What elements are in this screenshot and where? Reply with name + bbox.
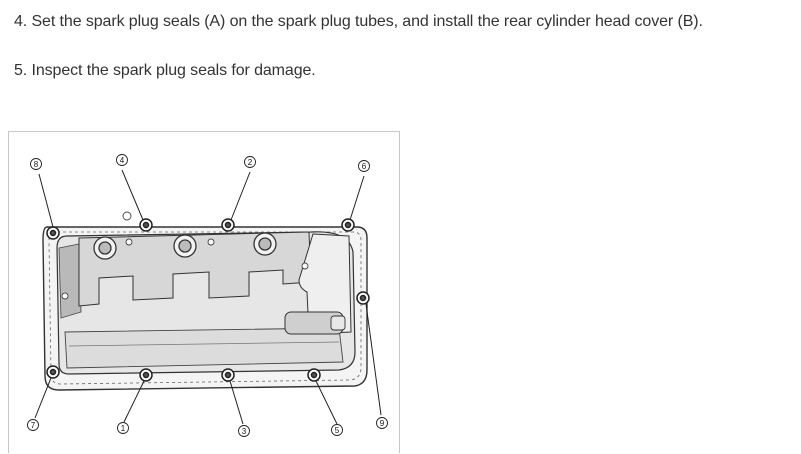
svg-text:6: 6 bbox=[362, 162, 367, 171]
callout-4: 4 bbox=[116, 154, 128, 166]
callout-9: 9 bbox=[376, 417, 388, 429]
cylinder-head-cover-illustration: 8 4 2 6 7 1 3 5 9 bbox=[27, 154, 388, 437]
callout-2: 2 bbox=[244, 156, 256, 168]
svg-text:1: 1 bbox=[121, 424, 126, 433]
callout-1: 1 bbox=[117, 422, 129, 434]
svg-text:4: 4 bbox=[120, 156, 125, 165]
step-4-instruction: 4. Set the spark plug seals (A) on the s… bbox=[14, 13, 703, 30]
callout-leaders bbox=[34, 169, 382, 425]
spark-plug-seals bbox=[93, 232, 277, 260]
svg-text:3: 3 bbox=[242, 427, 247, 436]
svg-text:5: 5 bbox=[335, 426, 340, 435]
callout-8: 8 bbox=[30, 158, 42, 170]
svg-text:9: 9 bbox=[380, 419, 385, 428]
callout-5: 5 bbox=[331, 424, 343, 436]
svg-text:7: 7 bbox=[31, 421, 36, 430]
svg-text:8: 8 bbox=[34, 160, 39, 169]
cover-lower-flange bbox=[64, 327, 344, 369]
callout-7: 7 bbox=[27, 419, 39, 431]
cover-upper-rail bbox=[78, 231, 312, 307]
callout-6: 6 bbox=[358, 160, 370, 172]
cylinder-head-cover-figure: 8 4 2 6 7 1 3 5 9 bbox=[8, 131, 400, 453]
callout-3: 3 bbox=[238, 425, 250, 437]
cover-left-shade bbox=[58, 243, 82, 319]
svg-text:2: 2 bbox=[248, 158, 253, 167]
step-5-instruction: 5. Inspect the spark plug seals for dama… bbox=[14, 62, 316, 79]
